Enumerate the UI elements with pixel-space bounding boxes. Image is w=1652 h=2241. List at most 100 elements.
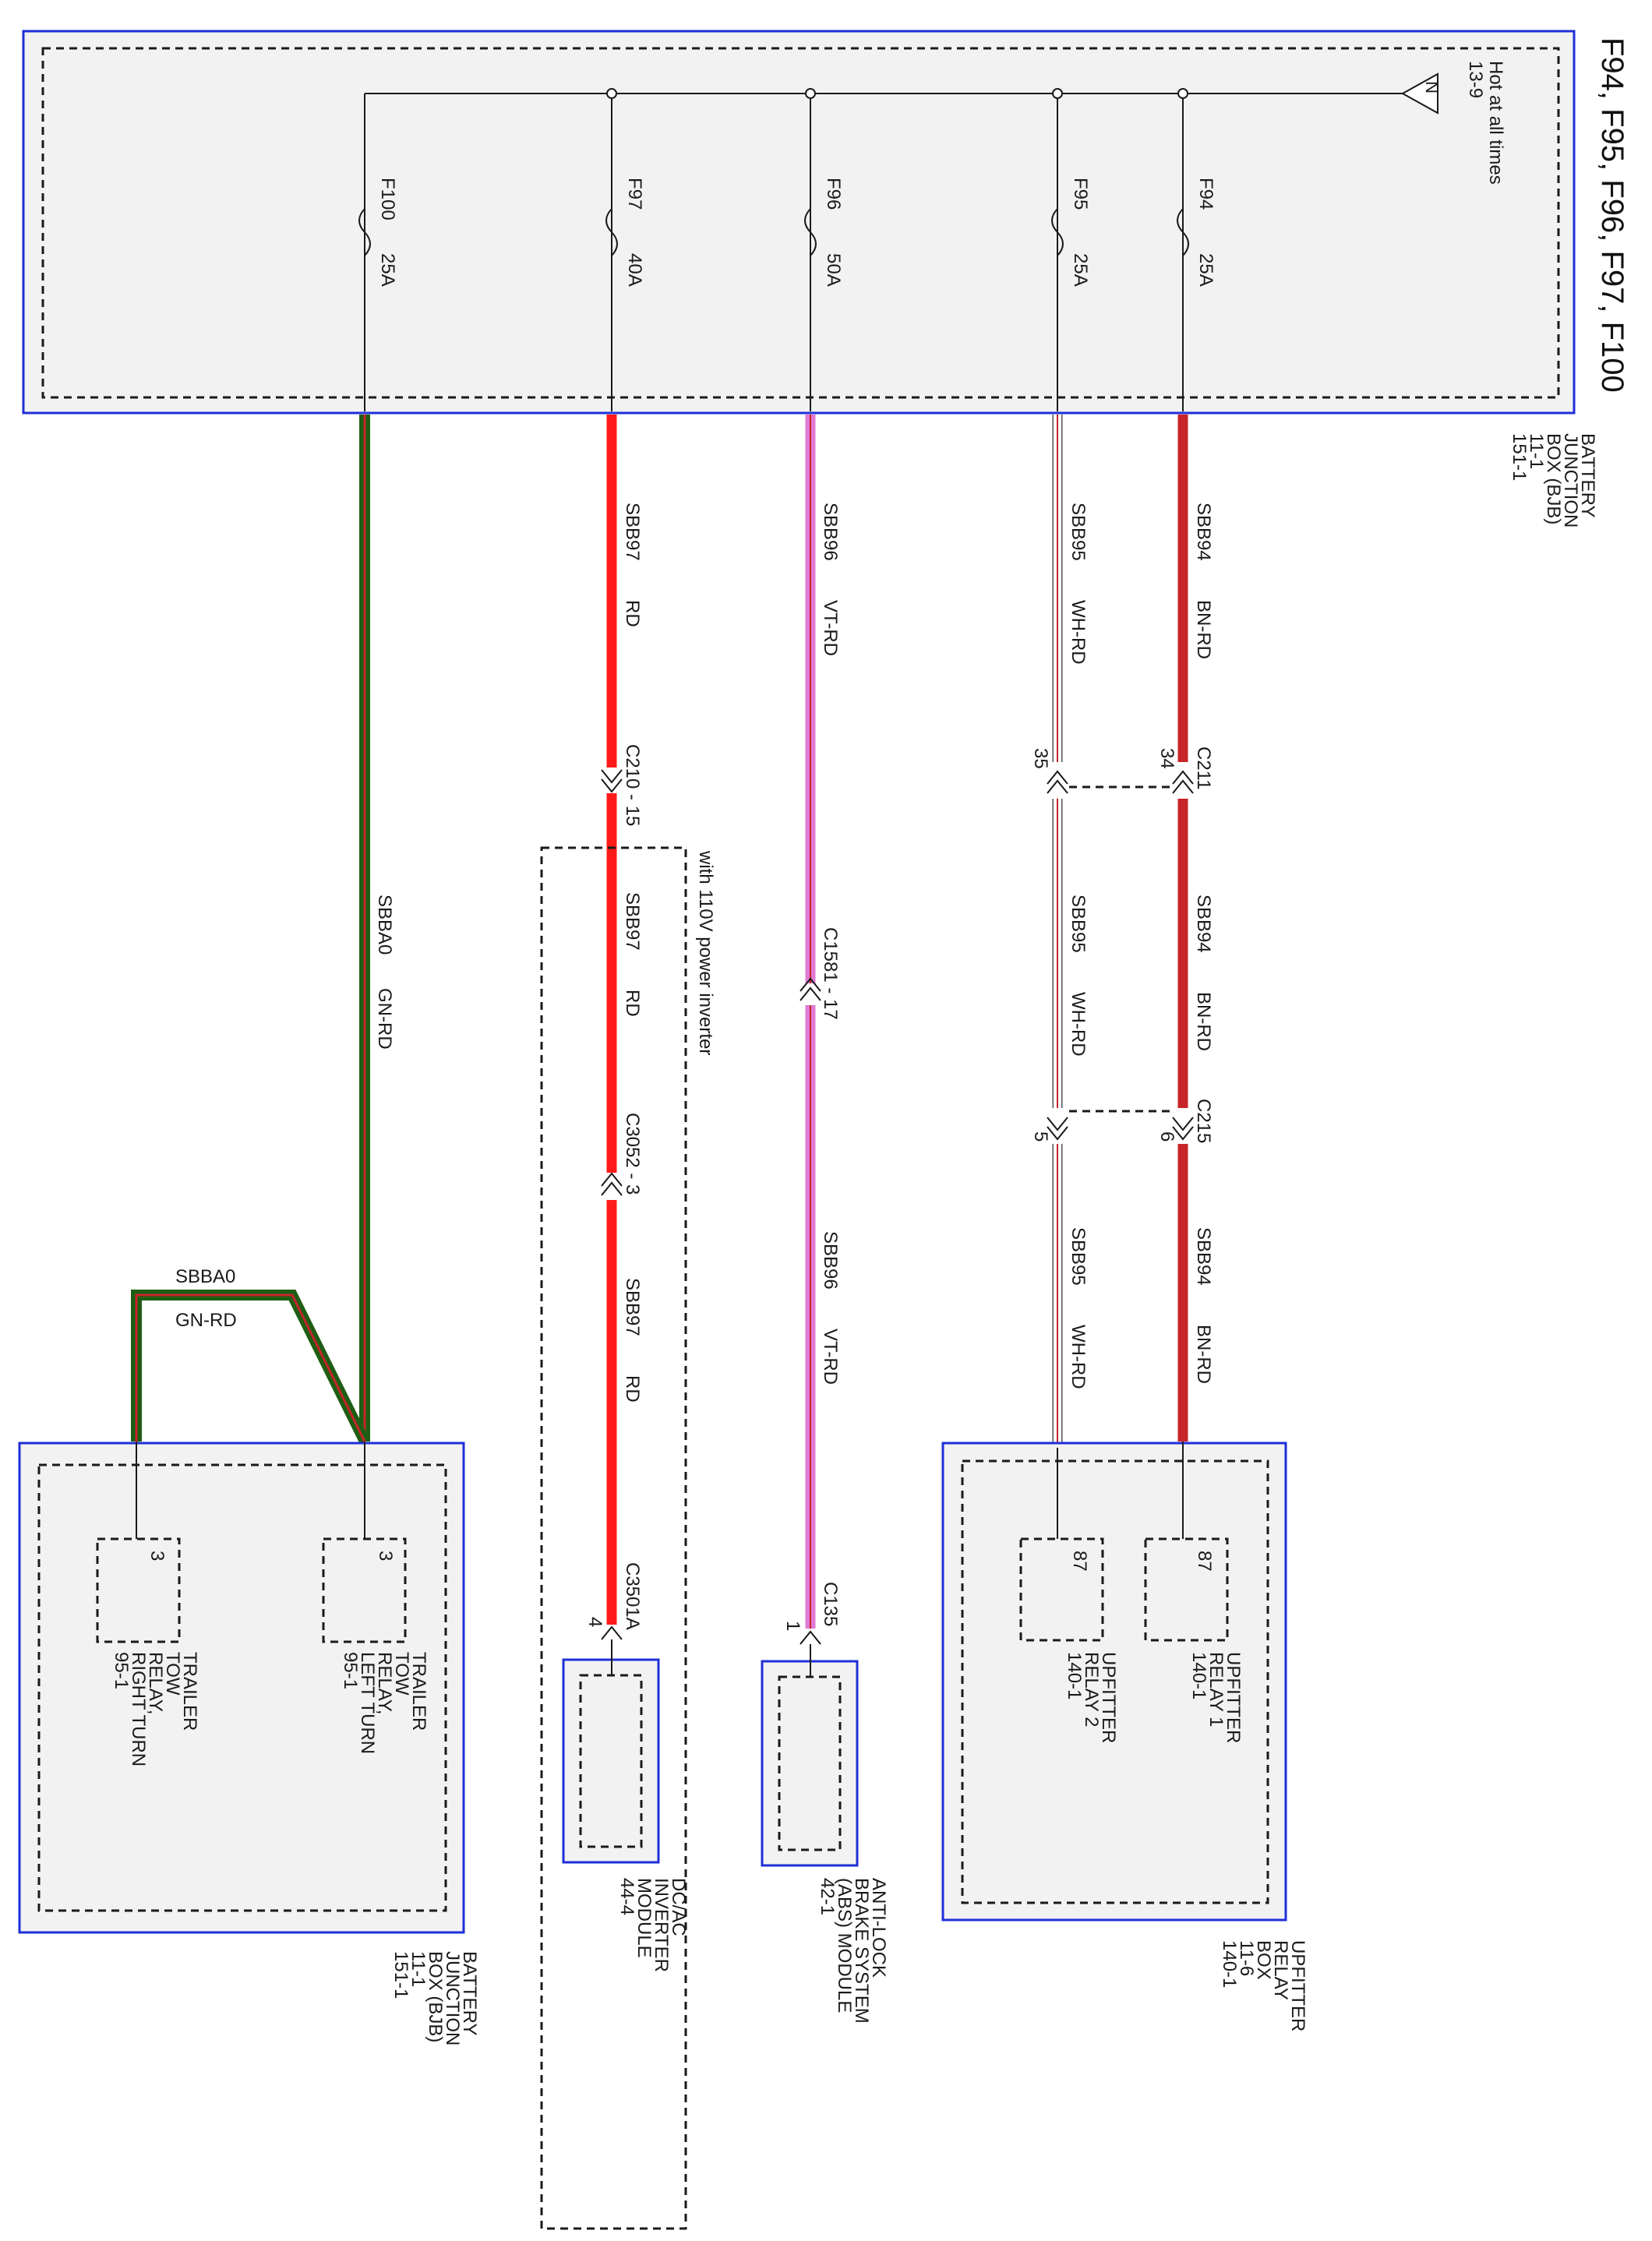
upfitter-relay-1-box [1144, 1537, 1229, 1642]
connector-c3501a: C3501A 4 [584, 1562, 643, 1640]
wire-circuit-label: SBB95 [1068, 895, 1089, 953]
fuse-symbol-icon [804, 208, 817, 256]
wire-color-label: WH-RD [1068, 600, 1089, 665]
relay-name-line: 95-1 [340, 1652, 361, 1689]
module-name-line: 44-4 [616, 1878, 637, 1915]
fuse-rating: 25A [1195, 253, 1216, 287]
relay-name-line: TOW [391, 1652, 412, 1696]
relay-name-line: TRAILER [408, 1652, 429, 1731]
relay-name-line: TOW [162, 1652, 183, 1696]
fuse-f96: F96 50A [804, 178, 844, 287]
relay-name-line: RELAY, [145, 1652, 166, 1715]
relay-name-line: RELAY 2 [1081, 1652, 1102, 1728]
module-name-line: 140-1 [1219, 1940, 1240, 1988]
power-label-line: 13-9 [1465, 61, 1486, 98]
fuses: F100 25A F97 40A F96 50A F95 25A F94 25A [358, 178, 1216, 287]
connector-chevron-icon [800, 986, 821, 1001]
wire-circuit-label: SBB96 [820, 1231, 841, 1290]
wire-color-label: WH-RD [1068, 1325, 1089, 1389]
connector-c211: C211 35 34 [1030, 746, 1214, 794]
relay-name-line: TRAILER [179, 1652, 200, 1731]
fuse-f100: F100 25A [358, 178, 398, 287]
wire-sbba0: SBBA0 GN-RD SBBA0 GN-RD [131, 415, 395, 1445]
power-source-icon [1400, 72, 1438, 115]
bjb-top [22, 30, 1576, 415]
wire-color-label: VT-RD [820, 600, 841, 656]
connector-c210: C210 - 15 [601, 744, 643, 826]
connector-label: C210 - 15 [622, 744, 643, 826]
connector-pin-label: 6 [1156, 1131, 1177, 1142]
connector-label: C135 [820, 1582, 841, 1626]
option-label: with 110V power inverter [695, 850, 716, 1055]
wire-color-label: RD [622, 600, 643, 627]
connector-c3052: C3052 - 3 [601, 1113, 643, 1196]
connector-chevron-icon [1172, 1126, 1194, 1141]
module-name-line: BOX [1253, 1940, 1274, 1980]
module-name-line: BATTERY [459, 1951, 480, 2035]
wire-sbba0-branch [131, 1290, 370, 1445]
connectors: C210 - 15 C3052 - 3 C3501A 4 C1581 - 17 … [584, 744, 1214, 1645]
module-dcac-inverter: DC/AC INVERTER MODULE 44-4 [562, 1639, 689, 1972]
connector-c215: C215 5 6 [1030, 1099, 1214, 1143]
module-name-line: UPFITTER [1287, 1940, 1308, 2031]
wire-circuit-label: SBB97 [622, 1278, 643, 1336]
module-name-line: 11-6 [1236, 1940, 1257, 1976]
relay-name-line: UPFITTER [1223, 1652, 1244, 1743]
relay-pin-label: 3 [146, 1551, 168, 1561]
fuse-f97: F97 40A [605, 178, 645, 287]
connector-label: C215 [1193, 1099, 1214, 1143]
bjb-top-name-line: JUNCTION [1560, 433, 1581, 528]
wire-circuit-label: SBB94 [1193, 503, 1214, 561]
fuse-id: F100 [377, 178, 398, 221]
wire-color-label: RD [622, 990, 643, 1017]
fuse-id: F97 [624, 178, 645, 210]
fuse-symbol-icon [358, 208, 371, 256]
connector-chevron-icon [800, 977, 821, 992]
splice-dot [1052, 88, 1063, 99]
wire-color-label: VT-RD [820, 1329, 841, 1385]
power-source-symbol: N [1422, 81, 1442, 94]
wire-circuit-label: SBB96 [820, 503, 841, 561]
bjb-top-outer-box [22, 30, 1576, 415]
wire-color-label: WH-RD [1068, 992, 1089, 1057]
fuse-rating: 25A [1070, 253, 1091, 287]
fuse-id: F94 [1195, 178, 1216, 210]
splice-dot [805, 88, 816, 99]
connector-pin-label: 34 [1156, 748, 1177, 769]
module-outer-box [18, 1442, 465, 1934]
bjb-top-name-line: BATTERY [1577, 433, 1598, 517]
module-outer-box [941, 1442, 1287, 1922]
relay-name-line: RELAY, [374, 1652, 395, 1715]
connector-chevron-icon [601, 778, 623, 793]
wire-circuit-label: SBB97 [622, 892, 643, 951]
option-region-box [540, 846, 687, 2230]
module-name-line: INVERTER [651, 1878, 672, 1972]
bjb-top-inner-box [41, 47, 1560, 399]
fuse-f94: F94 25A [1177, 178, 1216, 287]
module-upfitter-relay-box: 87 UPFITTER RELAY 1 140-1 87 UPFITTER RE… [941, 1442, 1308, 2031]
module-name-line: ANTI-LOCK [868, 1878, 889, 1978]
module-name-line: 151-1 [390, 1951, 411, 1999]
wire-sbba0-branch-tracer [135, 1293, 366, 1442]
wire-circuit-label: SBB95 [1068, 1227, 1089, 1286]
module-name-line: BRAKE SYSTEM [851, 1878, 872, 2024]
connector-chevron-icon [601, 1181, 623, 1196]
module-inner-box [37, 1463, 447, 1912]
splice-dot [1177, 88, 1188, 99]
fuse-rating: 25A [377, 253, 398, 287]
wire-color-label: BN-RD [1193, 600, 1214, 659]
relay-name-line: RELAY 1 [1205, 1652, 1227, 1728]
wire-branch-circuit-label: SBBA0 [175, 1266, 235, 1287]
wire-sbb96: SBB96 VT-RD SBB96 VT-RD [805, 415, 841, 1629]
relay-name-line: RIGHT TURN [128, 1652, 149, 1766]
trailer-tow-right-turn-box [96, 1537, 181, 1643]
relay-name-line: 140-1 [1064, 1652, 1085, 1699]
connector-pin-label: 1 [782, 1621, 803, 1631]
connector-chevron-icon [1172, 779, 1194, 794]
module-outer-box [761, 1660, 859, 1867]
wire-color-label: BN-RD [1193, 992, 1214, 1051]
wire-color-label: RD [622, 1375, 643, 1403]
upfitter-relay-2-box [1019, 1537, 1104, 1642]
wire-branch-color-label: GN-RD [175, 1310, 237, 1331]
module-name-line: JUNCTION [442, 1951, 463, 2045]
